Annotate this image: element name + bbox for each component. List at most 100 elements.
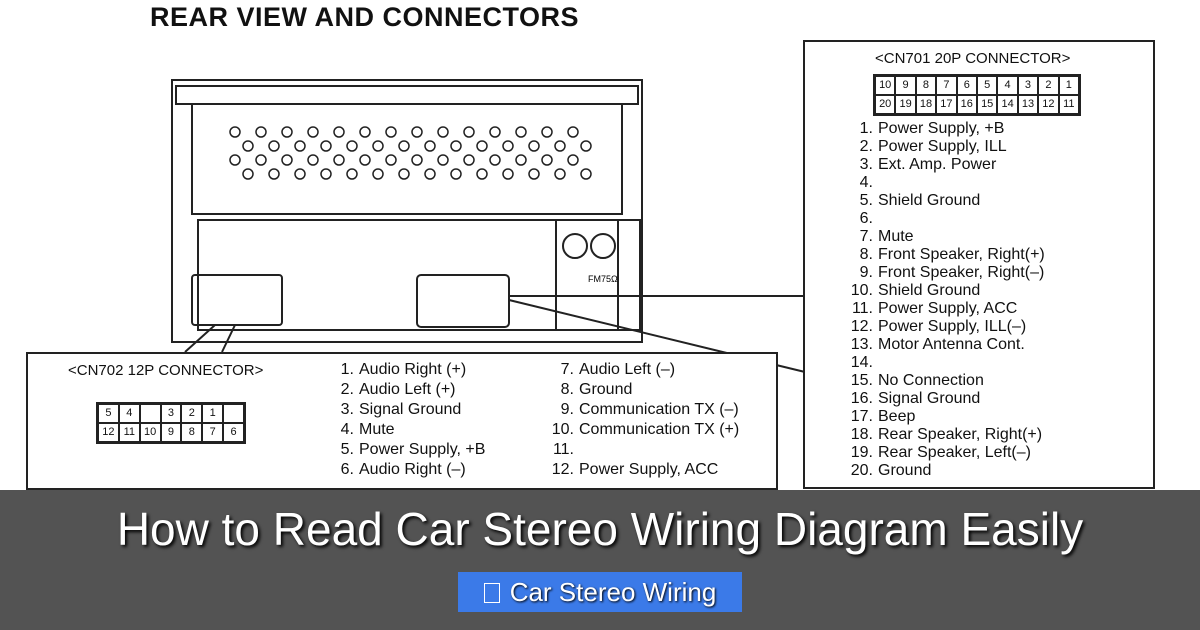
cn702-socket [191,274,283,326]
pin-number: 8. [859,246,873,263]
vent-hole [372,140,384,152]
pin-cell: 18 [915,95,937,114]
pin-cell: 4 [118,404,140,423]
pin-number: 10. [850,282,873,299]
pin-item: 4.Mute [328,420,485,440]
vent-hole [229,154,241,166]
vent-hole [463,126,475,138]
pin-number: 3. [340,401,354,418]
vent-hole [372,168,384,180]
pin-number: 12. [551,461,574,478]
vent-hole [229,126,241,138]
pin-number: 14. [850,354,873,371]
vent-hole [359,126,371,138]
pin-label: Signal Ground [359,401,462,418]
pin-number: 9. [560,401,574,418]
vent-hole [346,168,358,180]
vent-hole [554,168,566,180]
pin-label: Signal Ground [878,390,981,407]
pin-label: Audio Left (+) [359,381,456,398]
vent-hole [515,126,527,138]
pin-number: 1. [340,361,354,378]
pin-number: 3. [859,156,873,173]
pin-item: 9.Communication TX (–) [548,400,739,420]
pin-label: Front Speaker, Right(+) [878,246,1045,263]
pin-label: Rear Speaker, Left(–) [878,444,1031,461]
vent-hole [476,140,488,152]
pin-cell: 1 [202,404,224,423]
pin-number: 1. [859,120,873,137]
vent-hole [489,154,501,166]
pin-item: 3.Ext. Amp. Power [847,156,1045,174]
vent-hole [242,140,254,152]
pin-cell: 10 [875,76,896,95]
pin-label: Power Supply, +B [878,120,1005,137]
pin-number: 2. [859,138,873,155]
pin-number: 20. [850,462,873,479]
pin-cell: 7 [936,76,957,95]
pin-item: 2.Audio Left (+) [328,380,485,400]
pin-number: 4. [340,421,354,438]
pin-item: 15. No Connection [847,372,1045,390]
pin-item: 7.Audio Left (–) [548,360,739,380]
category-badge[interactable]: Car Stereo Wiring [458,572,742,612]
pin-item: 6. Audio Right (–) [328,460,485,480]
pin-cell: 5 [976,76,998,95]
vent-hole [294,168,306,180]
vent-hole [567,126,579,138]
pin-label: Ground [878,462,932,479]
pin-label: Ground [579,381,633,398]
pin-label: Power Supply, ILL(–) [878,318,1027,335]
pin-number: 6. [340,461,354,478]
pin-cell: 9 [895,76,916,95]
pin-cell: 4 [997,76,1018,95]
vent-hole [463,154,475,166]
pin-cell: 1 [1058,76,1079,95]
vent-hole [307,126,319,138]
pin-item: 9.Front Speaker, Right(–) [847,264,1045,282]
badge-label: Car Stereo Wiring [509,577,717,607]
pin-number: 16. [850,390,873,407]
cn701-title: <CN701 20P CONNECTOR> [875,50,1071,67]
cn701-socket [416,274,510,328]
banner-title: How to Read Car Stereo Wiring Diagram Ea… [116,503,1084,555]
pin-number: 12. [850,318,873,335]
vent-hole [515,154,527,166]
pin-item: 11.Power Supply, ACC [847,300,1045,318]
vent-hole [450,168,462,180]
pin-cell: 2 [1038,76,1059,95]
pin-number: 9. [859,264,873,281]
vent-hole [502,168,514,180]
pin-number: 15. [850,372,873,389]
vent-hole [307,154,319,166]
vent-hole [528,140,540,152]
antenna-jack [562,233,588,259]
pin-label: Beep [878,408,916,425]
vent-hole [411,126,423,138]
pin-item: 20. Ground [847,462,1045,480]
vent-hole [398,168,410,180]
pin-cell: 3 [160,404,182,423]
pin-label: Shield Ground [878,282,981,299]
vent-hole [242,168,254,180]
pin-item: 11. [548,440,739,460]
pin-number: 13. [850,336,873,353]
pin-label: Communication TX (+) [579,421,740,438]
pin-cell: 8 [181,423,203,442]
pin-label: No Connection [878,372,984,389]
vent-hole [580,168,592,180]
pin-cell: 12 [1038,95,1059,114]
pin-label: Audio Right (–) [359,461,466,478]
pin-number: 5. [340,441,354,458]
pin-item: 13. Motor Antenna Cont. [847,336,1045,354]
pin-number: 17. [850,408,873,425]
pin-cell: 5 [98,404,119,423]
vent-hole [268,168,280,180]
pin-item: 10. Shield Ground [847,282,1045,300]
pin-item: 2.Power Supply, ILL [847,138,1045,156]
pin-label: Motor Antenna Cont. [878,336,1025,353]
pin-item: 19.Rear Speaker, Left(–) [847,444,1045,462]
pin-item: 7.Mute [847,228,1045,246]
